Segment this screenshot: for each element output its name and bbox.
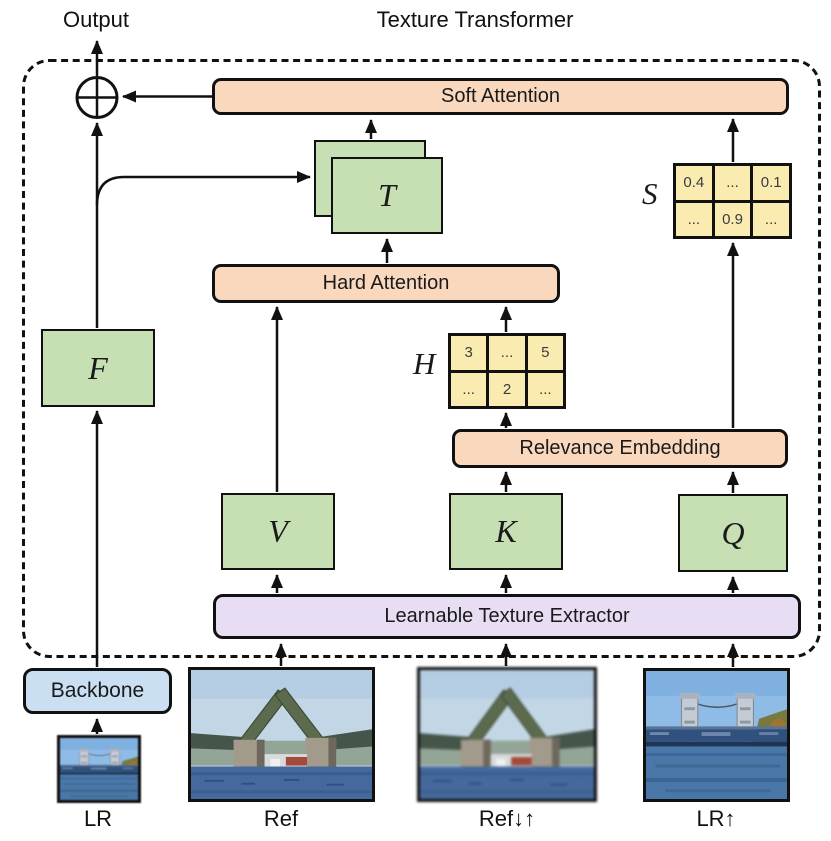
h-cell: ... (527, 372, 563, 406)
v-box: V (221, 493, 335, 570)
ref-downup-image (417, 667, 597, 802)
backbone-box: Backbone (23, 668, 172, 714)
f-box: F (41, 329, 155, 407)
ref-downup-label: Ref↓↑ (478, 806, 536, 831)
diagram-title: Texture Transformer (376, 7, 574, 32)
lr-label: LR (83, 806, 113, 831)
hard-attention-box: Hard Attention (212, 264, 560, 303)
ref-label: Ref (263, 806, 299, 831)
lr-image (57, 735, 141, 803)
s-matrix-label: S (642, 176, 658, 211)
arrow-f-branch-to-t (95, 171, 311, 206)
h-cell: 2 (489, 372, 525, 406)
h-matrix: 3 ... 5 ... 2 ... (448, 333, 566, 409)
h-matrix-label: H (413, 346, 436, 381)
relevance-embedding-box: Relevance Embedding (452, 429, 788, 468)
s-cell: ... (676, 202, 712, 236)
sum-plus-icon (75, 76, 119, 119)
soft-attention-box: Soft Attention (212, 78, 789, 115)
h-cell: 3 (451, 336, 487, 370)
s-cell: 0.1 (753, 166, 789, 200)
h-cell: ... (489, 336, 525, 370)
dashed-boundary (22, 59, 821, 658)
lr-up-label: LR↑ (696, 806, 736, 831)
s-cell: ... (714, 166, 751, 200)
t-box: T (331, 157, 443, 234)
h-cell: 5 (527, 336, 563, 370)
h-cell: ... (451, 372, 487, 406)
q-box: Q (678, 494, 788, 572)
output-label: Output (62, 7, 130, 32)
ref-image (188, 667, 375, 802)
lr-up-image (643, 668, 790, 802)
learnable-texture-extractor-box: Learnable Texture Extractor (213, 594, 801, 639)
s-cell: 0.4 (676, 166, 712, 200)
s-cell: 0.9 (714, 202, 751, 236)
s-cell: ... (753, 202, 789, 236)
s-matrix: 0.4 ... 0.1 ... 0.9 ... (673, 163, 792, 239)
k-box: K (449, 493, 563, 570)
